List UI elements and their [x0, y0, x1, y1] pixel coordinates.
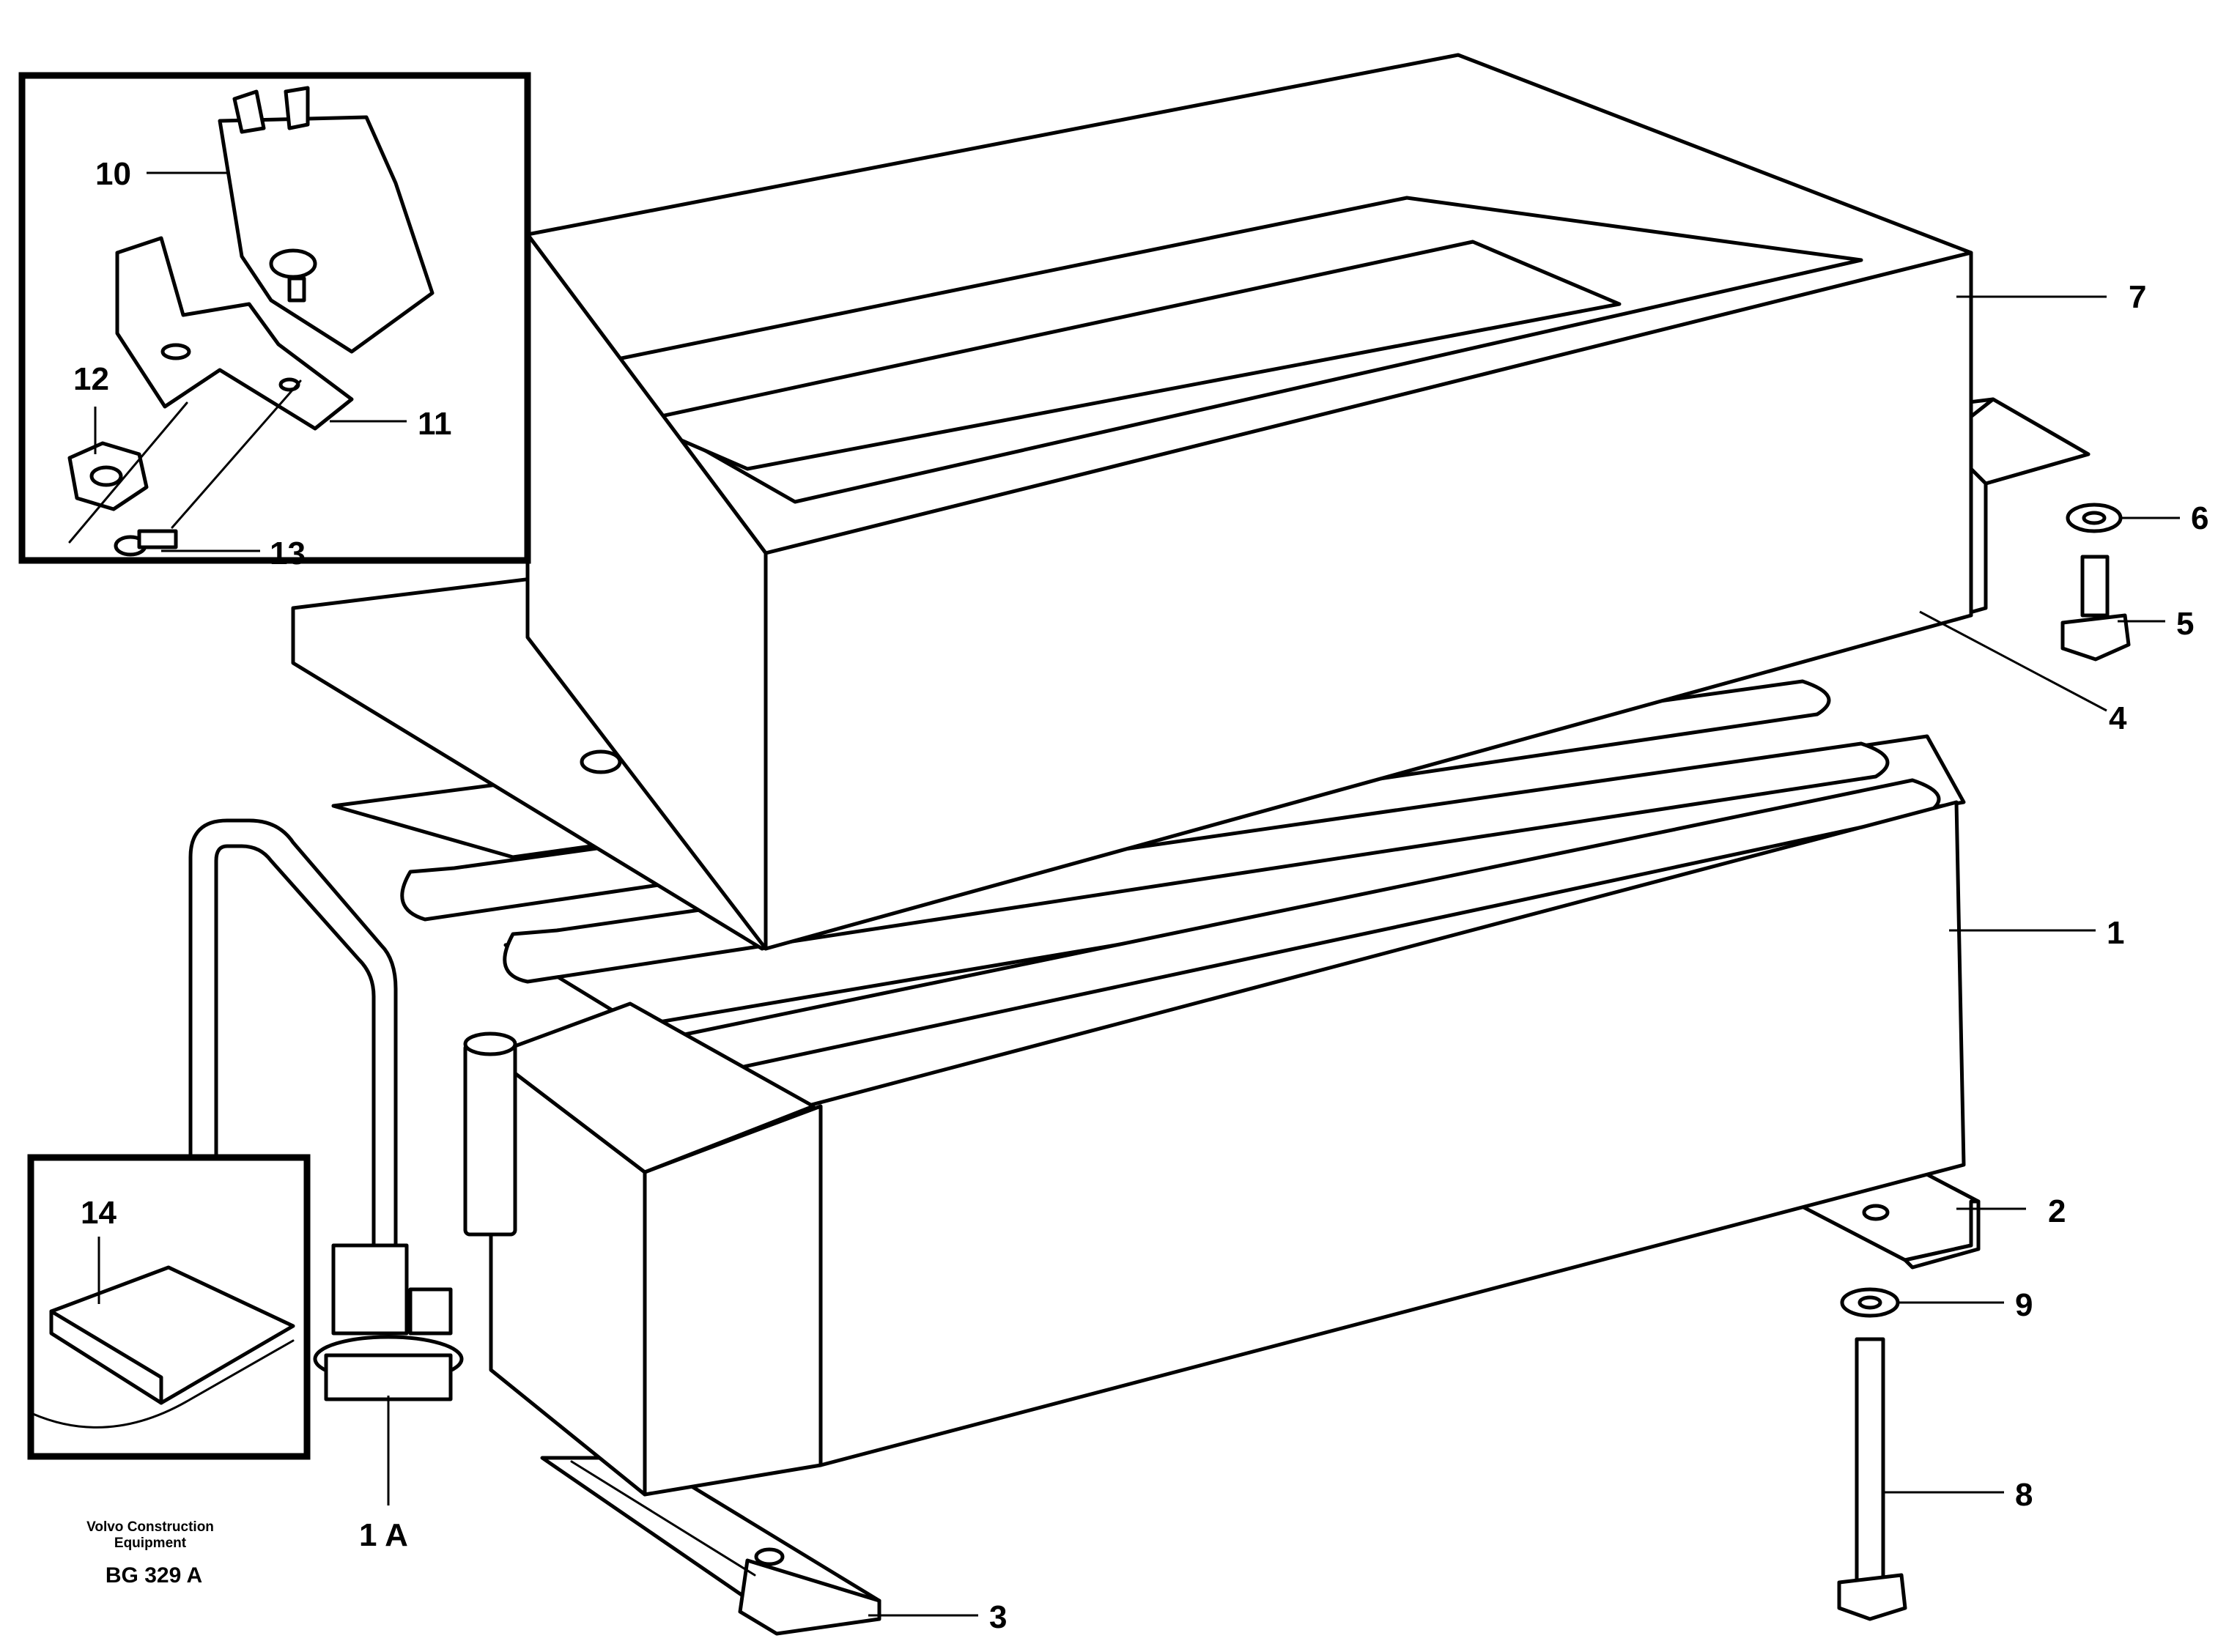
- inset-thermostat-assembly: [18, 72, 531, 564]
- callout-9: 9: [2015, 1287, 2033, 1323]
- outlet-pipe: [188, 818, 398, 1284]
- callout-8: 8: [2015, 1477, 2033, 1513]
- callout-5: 5: [2176, 606, 2194, 642]
- inset-manual: [27, 1154, 311, 1460]
- callout-11: 11: [418, 406, 452, 442]
- bolt-and-washer-bottom: [1837, 1287, 1907, 1621]
- callout-10: 10: [95, 156, 131, 192]
- top-cover-frame: [525, 53, 1973, 951]
- footer-credit: Volvo Construction Equipment BG 329 A: [86, 1519, 214, 1588]
- callout-7: 7: [2129, 279, 2146, 315]
- callout-13: 13: [270, 536, 306, 571]
- company-name-line2: Equipment: [114, 1536, 187, 1551]
- callout-labels: 7 4 1 2 3 6 5 9 8 1 A 10 11 12 13 14: [73, 156, 2208, 1635]
- callout-3: 3: [989, 1599, 1007, 1635]
- company-name-line1: Volvo Construction: [86, 1519, 214, 1535]
- callout-12: 12: [73, 361, 109, 397]
- pipe-fitting: [313, 1243, 464, 1401]
- leader-lines: [94, 171, 2180, 1617]
- callout-1: 1: [2107, 915, 2124, 951]
- bolt-and-washer-top: [2060, 503, 2131, 662]
- callout-6: 6: [2191, 500, 2208, 536]
- callout-1a: 1 A: [359, 1517, 408, 1553]
- callout-2: 2: [2048, 1193, 2066, 1229]
- figure-reference: BG 329 A: [106, 1563, 202, 1588]
- callout-14: 14: [81, 1195, 117, 1231]
- callout-4: 4: [2109, 700, 2127, 736]
